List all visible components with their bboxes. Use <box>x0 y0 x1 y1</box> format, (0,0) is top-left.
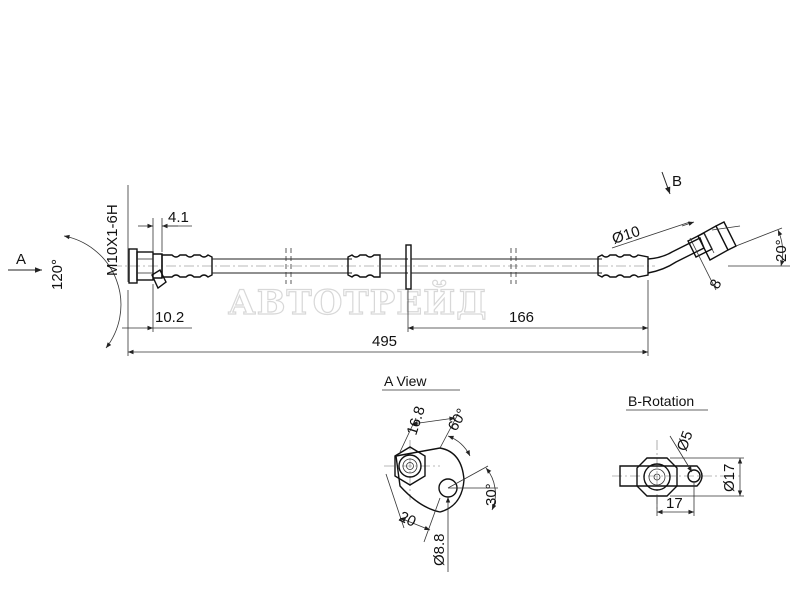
dim-10-2: 10.2 <box>155 309 184 326</box>
angle-20-label: 20° <box>773 239 790 262</box>
left-fitting <box>128 248 213 290</box>
dim-dia5: Ø5 <box>674 429 697 454</box>
view-marker-b: B <box>672 173 682 190</box>
dim-16-8: 16.8 <box>404 404 429 437</box>
right-angled-fitting <box>647 221 741 274</box>
hose-main-view: A 120° M10X1-6H 4.1 10.2 166 495 B <box>8 171 790 356</box>
angle-30-label: 30° <box>483 483 500 506</box>
dim-495: 495 <box>372 333 397 350</box>
b-rotation-title: B-Rotation <box>628 393 694 409</box>
b-rotation-view: B-Rotation Ø5 Ø17 17 <box>612 393 744 516</box>
dim-dia10: Ø10 <box>610 223 642 248</box>
thread-label: M10X1-6H <box>104 204 121 276</box>
angle-60-label: 60° <box>445 406 471 434</box>
view-marker-a: A <box>16 251 26 268</box>
dim-dia8-8: Ø8.8 <box>431 533 448 566</box>
dim-8: 8 <box>707 277 726 292</box>
a-view: A View 16.8 60° 30° 20 Ø8.8 <box>382 373 500 572</box>
dim-17: 17 <box>666 495 683 512</box>
dim-166: 166 <box>509 309 534 326</box>
dim-20: 20 <box>396 508 418 530</box>
dim-4-1: 4.1 <box>168 209 189 226</box>
dim-dia17: Ø17 <box>721 464 738 492</box>
a-view-title: A View <box>384 373 427 389</box>
mounting-bracket <box>405 244 412 290</box>
angle-120-label: 120° <box>49 259 66 290</box>
watermark: АВТОТРЕЙД <box>228 280 487 323</box>
